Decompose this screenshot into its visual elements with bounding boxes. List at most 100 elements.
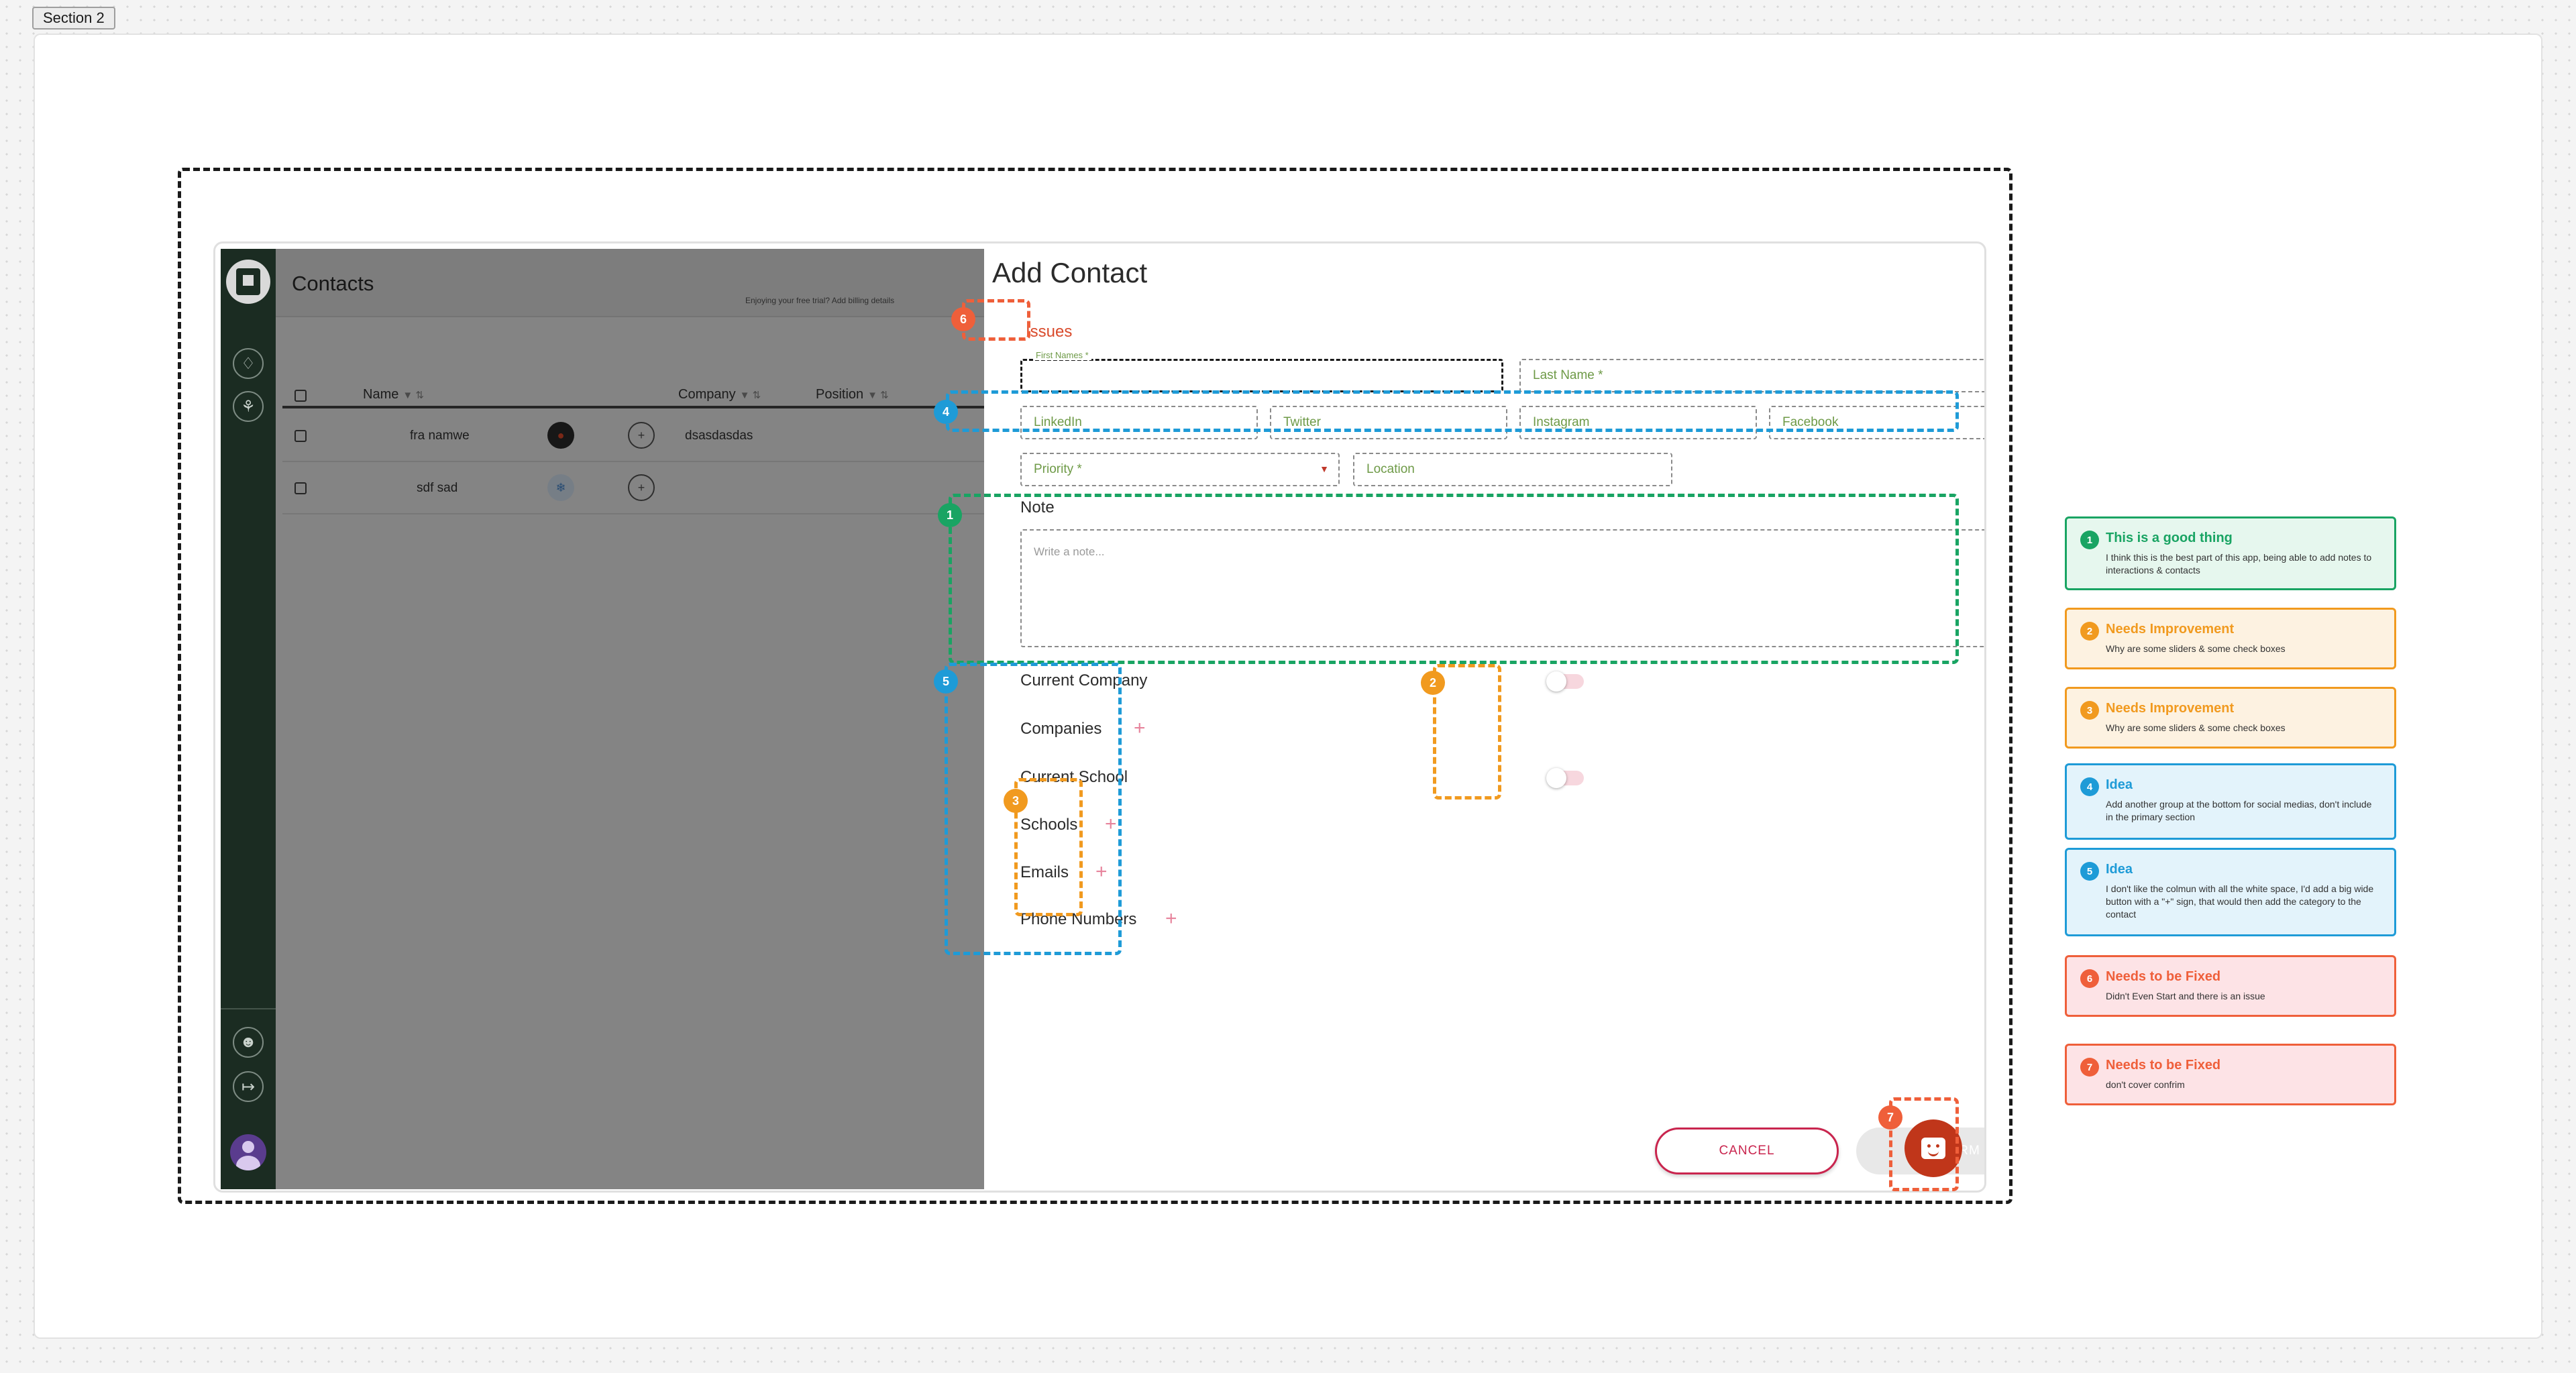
bell-icon[interactable]: ♢ (233, 348, 264, 379)
instagram-placeholder: Instagram (1533, 415, 1590, 429)
contact-name[interactable]: fra namwe (410, 429, 470, 443)
annotation-badge: 1 (938, 503, 962, 527)
section-label[interactable]: Section 2 (32, 7, 115, 30)
plus-icon[interactable]: + (1095, 861, 1108, 883)
trial-banner[interactable]: Enjoying your free trial? Add billing de… (745, 296, 895, 305)
annotation-box-2 (1433, 664, 1501, 800)
column-position[interactable]: Position (816, 387, 864, 402)
last-name-field[interactable]: Last Name * (1519, 359, 1984, 392)
note-label: Note (1020, 498, 1055, 516)
linkedin-placeholder: LinkedIn (1034, 415, 1082, 429)
note-card-4[interactable]: 4 Idea Add another group at the bottom f… (2065, 763, 2396, 840)
note-number: 7 (2080, 1058, 2099, 1077)
note-body: don't cover confrim (2106, 1079, 2185, 1090)
current-school-label: Current School (1020, 768, 1128, 786)
note-number: 6 (2080, 969, 2099, 988)
snowflake-icon: ❄ (547, 474, 574, 501)
note-textarea[interactable]: Write a note... (1020, 529, 1984, 647)
note-card-3[interactable]: 3 Needs Improvement Why are some sliders… (2065, 687, 2396, 749)
issues-label: Issues (1026, 323, 1073, 341)
contact-name[interactable]: sdf sad (417, 481, 458, 495)
location-placeholder: Location (1366, 462, 1415, 476)
chevron-down-icon: ▼ (1320, 463, 1329, 474)
annotation-badge: 4 (934, 400, 958, 424)
avatar[interactable] (230, 1134, 266, 1170)
priority-select[interactable]: Priority * ▼ (1020, 453, 1340, 486)
note-body: Why are some sliders & some check boxes (2106, 643, 2286, 654)
modal-title: Add Contact (992, 257, 1148, 288)
note-number: 4 (2080, 777, 2099, 796)
note-card-2[interactable]: 2 Needs Improvement Why are some sliders… (2065, 608, 2396, 669)
add-icon[interactable]: + (628, 422, 655, 449)
note-title: Needs to be Fixed (2106, 969, 2221, 984)
annotation-badge: 6 (951, 307, 975, 331)
location-field[interactable]: Location (1353, 453, 1672, 486)
last-name-placeholder: Last Name * (1533, 368, 1603, 382)
note-card-5[interactable]: 5 Idea I don't like the colmun with all … (2065, 848, 2396, 936)
note-card-1[interactable]: 1 This is a good thing I think this is t… (2065, 516, 2396, 590)
add-icon[interactable]: + (628, 474, 655, 501)
modal-backdrop[interactable] (276, 249, 984, 1189)
plus-icon[interactable]: + (1134, 717, 1146, 739)
note-body: I think this is the best part of this ap… (2106, 552, 2372, 575)
note-number: 1 (2080, 531, 2099, 549)
contact-company: dsasdasdas (685, 429, 753, 443)
first-name-field[interactable]: First Names * (1020, 350, 1503, 392)
priority-placeholder: Priority * (1034, 462, 1082, 476)
schools-label: Schools (1020, 816, 1078, 834)
first-name-label: First Names * (1033, 350, 1091, 360)
annotation-badge: 7 (1878, 1105, 1902, 1130)
column-name[interactable]: Name (363, 387, 399, 402)
table-row[interactable]: sdf sad ❄ + (282, 462, 984, 514)
sidebar: ♢ ⚘ ☻ ↦ (221, 249, 276, 1189)
sort-icon[interactable]: ▼ ⇅ (739, 390, 761, 401)
note-title: Needs to be Fixed (2106, 1058, 2221, 1073)
sort-icon[interactable]: ▼ ⇅ (402, 390, 424, 401)
facebook-placeholder: Facebook (1782, 415, 1839, 429)
emails-label: Emails (1020, 863, 1069, 881)
table-row[interactable]: fra namwe ● + dsasdasdas (282, 410, 984, 462)
sort-icon[interactable]: ▼ ⇅ (867, 390, 889, 401)
note-card-6[interactable]: 6 Needs to be Fixed Didn't Even Start an… (2065, 955, 2396, 1017)
cancel-button[interactable]: CANCEL (1655, 1128, 1839, 1174)
logout-icon[interactable]: ↦ (233, 1071, 264, 1102)
annotation-box-3 (1014, 778, 1083, 916)
network-icon[interactable]: ⚘ (233, 391, 264, 422)
note-card-7[interactable]: 7 Needs to be Fixed don't cover confrim (2065, 1044, 2396, 1105)
plus-icon[interactable]: + (1105, 813, 1117, 835)
row-checkbox[interactable] (294, 430, 307, 442)
note-number: 5 (2080, 862, 2099, 881)
note-title: Needs Improvement (2106, 701, 2235, 716)
table-header: Name▼ ⇅ Company▼ ⇅ Position▼ ⇅ (282, 382, 984, 408)
contacts-page: Contacts Enjoying your free trial? Add b… (276, 249, 984, 1189)
plus-icon[interactable]: + (1165, 908, 1177, 930)
annotation-box-4 (946, 390, 1959, 432)
annotation-badge: 2 (1421, 671, 1445, 695)
chat-bot-icon[interactable] (1904, 1119, 1962, 1177)
note-body: Didn't Even Start and there is an issue (2106, 991, 2265, 1001)
annotation-box-5 (945, 663, 1122, 955)
note-title: Idea (2106, 862, 2133, 877)
column-company[interactable]: Company (678, 387, 736, 402)
screenshot-outline (178, 168, 2012, 1204)
annotation-box-1 (949, 494, 1959, 664)
note-title: Idea (2106, 777, 2133, 792)
row-checkbox[interactable] (294, 482, 307, 494)
note-title: This is a good thing (2106, 531, 2233, 545)
note-body: Why are some sliders & some check boxes (2106, 722, 2286, 733)
current-school-toggle[interactable] (1546, 768, 1584, 788)
annotation-box-7 (1889, 1097, 1959, 1191)
facebook-field[interactable]: Facebook (1769, 406, 1984, 439)
current-company-toggle[interactable] (1546, 671, 1584, 692)
app-logo-icon[interactable] (226, 260, 270, 304)
sidebar-divider (221, 1008, 276, 1009)
current-company-label: Current Company (1020, 671, 1148, 690)
select-all-checkbox[interactable] (294, 390, 307, 402)
instagram-field[interactable]: Instagram (1519, 406, 1757, 439)
linkedin-field[interactable]: LinkedIn (1020, 406, 1258, 439)
user-icon[interactable]: ☻ (233, 1027, 264, 1058)
twitter-field[interactable]: Twitter (1270, 406, 1507, 439)
twitter-placeholder: Twitter (1283, 415, 1321, 429)
page-title: Contacts (292, 272, 374, 295)
note-body: I don't like the colmun with all the whi… (2106, 883, 2374, 920)
